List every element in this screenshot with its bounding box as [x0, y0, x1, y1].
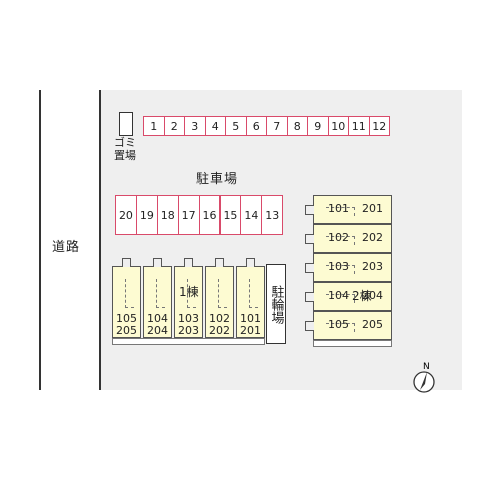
balcony-outline [218, 279, 227, 308]
parking-space-12: 12 [368, 116, 390, 136]
balcony-outline [326, 207, 355, 216]
building-2-unit: 101 201 [305, 195, 392, 224]
room-number: 101 [328, 202, 349, 215]
room-number: 105 [116, 312, 137, 325]
room-number: 203 [178, 324, 199, 337]
building-2-unit: 105 205 [305, 311, 392, 340]
parking-space-3: 3 [184, 116, 206, 136]
entrance-notch [305, 321, 314, 331]
entrance-notch [305, 205, 314, 215]
parking-space-14: 14 [240, 195, 263, 235]
parking-space-10: 10 [327, 116, 349, 136]
parking-space-8: 8 [286, 116, 308, 136]
room-number: 102 [209, 312, 230, 325]
building-1-walkway [112, 338, 265, 345]
entrance-notch [305, 263, 314, 273]
parking-space-18: 18 [156, 195, 179, 235]
balcony-outline [326, 265, 355, 274]
room-number: 202 [362, 231, 383, 244]
road-edge-line [39, 90, 41, 390]
entrance-notch [305, 292, 314, 302]
parking-space-9: 9 [307, 116, 329, 136]
balcony-outline [326, 294, 355, 303]
parking-space-17: 17 [177, 195, 200, 235]
parking-space-13: 13 [261, 195, 284, 235]
room-number: 201 [362, 202, 383, 215]
parking-space-7: 7 [266, 116, 288, 136]
room-number: 105 [328, 318, 349, 331]
parking-space-1: 1 [143, 116, 165, 136]
parking-space-6: 6 [245, 116, 267, 136]
room-number: 205 [116, 324, 137, 337]
building-2-walkway [313, 340, 392, 347]
building-2: 101 201 102 202 103 203 104 204 105 205 [304, 195, 392, 348]
bike-parking-label: 駐輪場 [268, 284, 284, 324]
building-1-label: 1棟 [179, 285, 199, 299]
room-number: 204 [362, 289, 383, 302]
room-number: 202 [209, 324, 230, 337]
parking-space-5: 5 [225, 116, 247, 136]
building-2-unit: 102 202 [305, 224, 392, 253]
room-number: 102 [328, 231, 349, 244]
room-number: 103 [328, 260, 349, 273]
room-number: 104 [147, 312, 168, 325]
balcony-outline [187, 279, 196, 308]
entrance-notch [305, 234, 314, 244]
parking-space-4: 4 [204, 116, 226, 136]
road-label: 道路 [52, 240, 81, 255]
room-number: 103 [178, 312, 199, 325]
room-number: 104 [328, 289, 349, 302]
building-2-label: 2棟 [352, 289, 372, 303]
entrance-notch [184, 258, 193, 267]
entrance-notch [246, 258, 255, 267]
parking-space-2: 2 [163, 116, 185, 136]
trash-area [119, 112, 133, 136]
north-label: N [423, 362, 430, 372]
balcony-outline [249, 279, 258, 308]
building-2-unit: 103 203 [305, 253, 392, 282]
room-number: 201 [240, 324, 261, 337]
parking-space-11: 11 [348, 116, 370, 136]
room-number: 204 [147, 324, 168, 337]
balcony-outline [156, 279, 165, 308]
parking-space-20: 20 [115, 195, 137, 235]
entrance-notch [122, 258, 131, 267]
balcony-outline [125, 279, 134, 308]
parking-space-15: 15 [219, 195, 242, 235]
entrance-notch [153, 258, 162, 267]
building-2-unit: 104 204 [305, 282, 392, 311]
balcony-outline [326, 323, 355, 332]
room-number: 203 [362, 260, 383, 273]
parking-space-16: 16 [198, 195, 221, 235]
room-number: 205 [362, 318, 383, 331]
entrance-notch [215, 258, 224, 267]
trash-label: ゴミ置場 [114, 136, 136, 162]
bike-parking: 駐輪場 [266, 264, 286, 344]
balcony-outline [326, 236, 355, 245]
parking-space-19: 19 [135, 195, 158, 235]
north-arrow-icon: N [413, 362, 435, 393]
room-number: 101 [240, 312, 261, 325]
parking-label: 駐車場 [196, 172, 239, 187]
